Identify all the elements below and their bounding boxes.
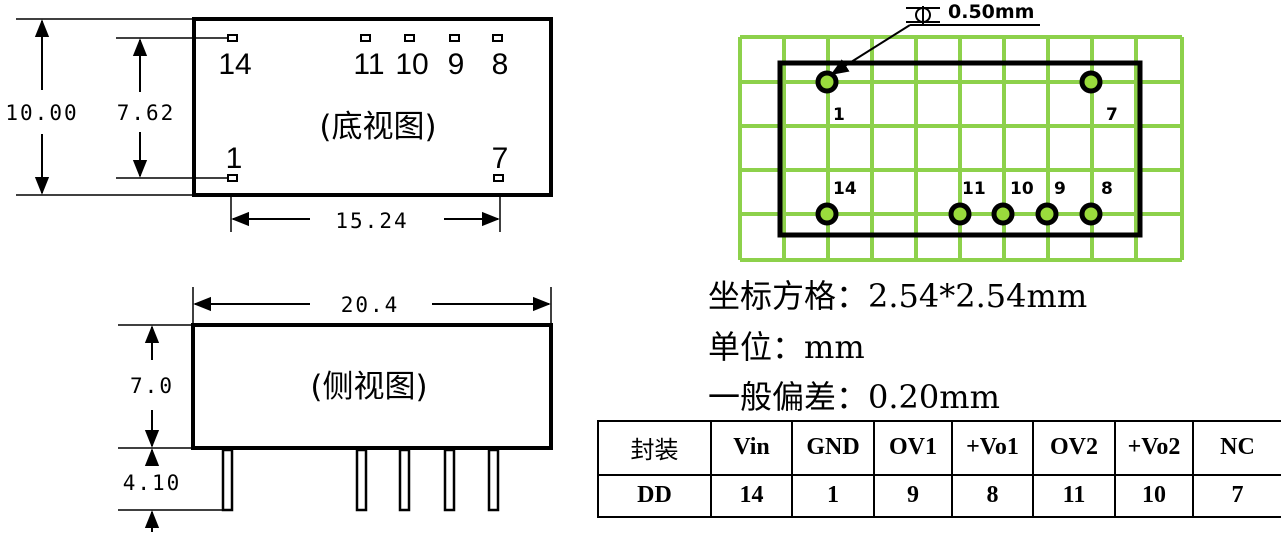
pin-pad [815,70,839,94]
pad-1 [227,174,238,182]
pin-label-11: 11 [353,48,384,81]
grid-pin-label-11: 11 [962,179,986,199]
table-header-cell: +Vo2 [1114,420,1194,476]
hole-size-label: 0.50mm [948,1,1034,23]
dim-side-width: 20.4 [341,293,400,317]
table-header-cell: 封装 [597,420,712,476]
table-header-cell: Vin [710,420,793,476]
note-unit-value: mm [804,328,865,366]
pin-label-9: 9 [448,48,465,81]
pin-pad [1035,202,1059,226]
grid-lines [738,35,1184,262]
table-header-cell: OV1 [873,420,953,476]
grid-pin-label-14: 14 [833,179,857,199]
note-tolerance: 一般偏差：0.20mm [708,381,1000,413]
note-unit-label: 单位： [708,328,805,366]
dim-pin-length: 4.10 [123,471,182,495]
note-tolerance-label: 一般偏差： [708,378,869,416]
diameter-symbol-icon [906,6,940,24]
grid-pads [815,70,1103,226]
table-cell: 9 [873,473,953,519]
table-cell: DD [597,473,712,519]
table-cell: 8 [951,473,1034,519]
table-header-cell: +Vo1 [951,420,1034,476]
dim-side-height: 7.0 [130,374,174,398]
table-cell: 10 [1114,473,1194,519]
dim-height-outer: 10.00 [5,101,78,125]
pad-9 [449,34,460,42]
grid-view: 0.50mm 1 7 14 11 10 9 8 [738,1,1184,262]
grid-pin-label-8: 8 [1101,179,1113,199]
side-view-pins [221,448,500,512]
note-grid-spacing-label: 坐标方格： [708,277,869,315]
pad-11 [360,34,371,42]
side-view-body [191,323,553,450]
dim-height-pins: 7.62 [117,101,176,125]
pin-pad [948,202,972,226]
bottom-view-body [192,17,553,197]
pin-label-8: 8 [492,48,509,81]
pad-7 [493,174,504,182]
table-header-cell: GND [791,420,875,476]
grid-pin-label-10: 10 [1010,179,1034,199]
pin-label-10: 10 [395,48,428,81]
note-grid-spacing-value: 2.54*2.54mm [868,277,1088,315]
table-row: DD 14 1 9 8 11 10 7 [597,473,1281,519]
note-grid-spacing: 坐标方格：2.54*2.54mm [708,280,1087,312]
pad-14 [227,34,238,42]
grid-pin-label-9: 9 [1054,179,1066,199]
note-unit: 单位：mm [708,331,865,363]
table-header-cell: NC [1192,420,1281,476]
table-cell: 14 [710,473,793,519]
pin-assignment-table: 封装 Vin GND OV1 +Vo1 OV2 +Vo2 NC DD 14 1 … [597,420,1281,519]
table-header-row: 封装 Vin GND OV1 +Vo1 OV2 +Vo2 NC [597,420,1281,476]
pad-8 [492,34,503,42]
bottom-view-label: (底视图) [319,109,436,145]
table-cell: 1 [791,473,875,519]
pin-label-7: 7 [492,142,509,175]
dim-width-pins: 15.24 [335,209,408,233]
table-cell: 7 [1192,473,1281,519]
bottom-view-pads [227,34,504,182]
table-header-cell: OV2 [1032,420,1116,476]
pin-pad [1079,70,1103,94]
pin-label-1: 1 [226,142,243,175]
pin-pad [815,202,839,226]
grid-pin-label-7: 7 [1106,105,1118,125]
hole-callout-leader [830,24,911,75]
side-view-label: (侧视图) [310,369,427,405]
table-cell: 11 [1032,473,1116,519]
grid-outline [777,60,1143,238]
pad-10 [404,34,415,42]
side-view: (侧视图) 20.4 7.0 4.10 [118,287,553,532]
pin-label-14: 14 [218,48,251,81]
pin-pad [1079,202,1103,226]
pin-pad [991,202,1015,226]
bottom-view: 14 11 10 9 8 1 7 (底视图) 10.00 7.62 15.24 [5,17,553,233]
note-tolerance-value: 0.20mm [868,378,1000,416]
grid-pin-label-1: 1 [833,105,845,125]
